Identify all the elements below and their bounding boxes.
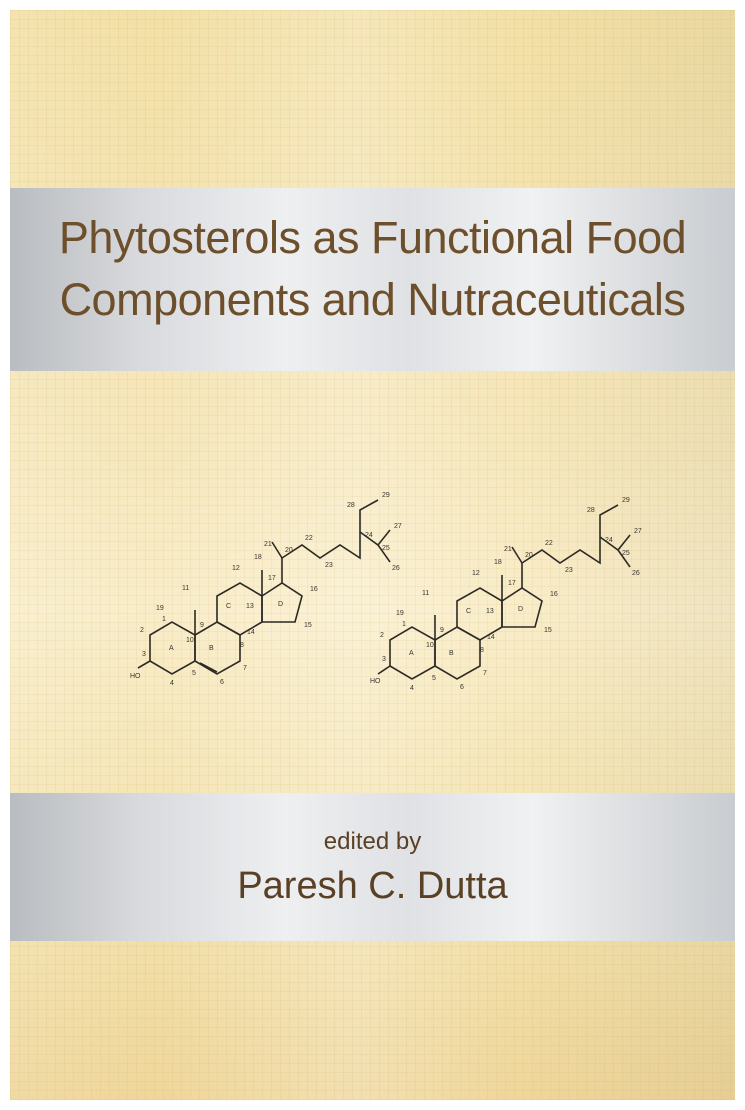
- label-27-right: 27: [634, 528, 642, 535]
- label-c-left: C: [226, 603, 231, 610]
- side-chain: [281, 532, 361, 583]
- label-16-right: 16: [550, 591, 558, 598]
- label-b-right: B: [449, 650, 454, 657]
- book-cover: Phytosterols as Functional Food Componen…: [10, 10, 735, 1100]
- label-24-left: 24: [365, 532, 373, 539]
- label-19-left: 19: [156, 605, 164, 612]
- label-25-right: 25: [622, 550, 630, 557]
- label-2-left: 2: [140, 627, 144, 634]
- label-10-right: 10: [426, 642, 434, 649]
- editor-band: [10, 793, 735, 941]
- double-bond: [199, 662, 218, 673]
- label-5-left: 5: [192, 670, 196, 677]
- label-29-right: 29: [622, 497, 630, 504]
- isopropyl-b: [617, 549, 631, 568]
- label-1-right: 1: [402, 621, 406, 628]
- label-6-right: 6: [460, 684, 464, 691]
- author-name: Paresh C. Dutta: [237, 865, 508, 907]
- label-27-left: 27: [394, 523, 402, 530]
- label-5-right: 5: [432, 675, 436, 682]
- ring-c: [456, 587, 503, 641]
- ring-d: [261, 582, 303, 623]
- label-23-left: 23: [325, 562, 333, 569]
- label-8-left: 8: [240, 642, 244, 649]
- ring-c: [216, 582, 263, 636]
- label-23-right: 23: [565, 567, 573, 574]
- hydroxyl-bond: [137, 660, 151, 669]
- label-29-left: 29: [382, 492, 390, 499]
- label-20-left: 20: [285, 547, 293, 554]
- ring-d: [501, 587, 543, 628]
- label-9-left: 9: [200, 622, 204, 629]
- label-4-right: 4: [410, 685, 414, 692]
- label-17-right: 17: [508, 580, 516, 587]
- title-line-2: Components and Nutraceuticals: [59, 274, 686, 325]
- label-15-right: 15: [544, 627, 552, 634]
- label-1-left: 1: [162, 616, 166, 623]
- label-7-right: 7: [483, 670, 487, 677]
- label-a-right: A: [409, 650, 414, 657]
- label-c-right: C: [466, 608, 471, 615]
- ethyl-group: [599, 504, 619, 537]
- label-9-right: 9: [440, 627, 444, 634]
- ring-b: [434, 626, 481, 680]
- label-10-left: 10: [186, 637, 194, 644]
- label-24-right: 24: [605, 537, 613, 544]
- label-28-right: 28: [587, 507, 595, 514]
- label-19-right: 19: [396, 610, 404, 617]
- label-18-left: 18: [254, 554, 262, 561]
- label-11-left: 11: [182, 585, 189, 592]
- right-sterol-structure: HO 19 11 12 18 17 16 15 14 13 C D 9 10 B…: [370, 497, 642, 692]
- label-a-left: A: [169, 645, 174, 652]
- label-20-right: 20: [525, 552, 533, 559]
- label-d-right: D: [518, 606, 523, 613]
- label-14-right: 14: [487, 634, 495, 641]
- label-7-left: 7: [243, 665, 247, 672]
- book-title: Phytosterols as Functional Food Componen…: [10, 207, 735, 331]
- label-21-right: 21: [504, 546, 512, 553]
- side-chain: [521, 537, 601, 588]
- label-6-left: 6: [220, 679, 224, 686]
- label-26-right: 26: [632, 570, 640, 577]
- title-band: [10, 188, 735, 371]
- label-22-left: 22: [305, 535, 313, 542]
- ethyl-group: [359, 499, 379, 532]
- label-13-left: 13: [246, 603, 254, 610]
- label-11-right: 11: [422, 590, 429, 597]
- label-16-left: 16: [310, 586, 318, 593]
- label-ho-left: HO: [130, 673, 141, 680]
- label-22-right: 22: [545, 540, 553, 547]
- label-18-right: 18: [494, 559, 502, 566]
- label-ho-right: HO: [370, 678, 381, 685]
- hydroxyl-bond: [377, 665, 391, 675]
- label-15-left: 15: [304, 622, 312, 629]
- methyl-21: [511, 546, 523, 564]
- label-3-right: 3: [382, 656, 386, 663]
- ring-b: [194, 621, 241, 675]
- label-12-right: 12: [472, 570, 480, 577]
- label-d-left: D: [278, 601, 283, 608]
- label-17-left: 17: [268, 575, 276, 582]
- label-b-left: B: [209, 645, 214, 652]
- sterol-structures-diagram: HO 19 11 12 18 17 16 15 14 13 C D 9 10 B…: [130, 492, 642, 692]
- title-line-1: Phytosterols as Functional Food: [58, 212, 687, 263]
- label-13-right: 13: [486, 608, 494, 615]
- label-26-left: 26: [392, 565, 400, 572]
- edited-by-label: edited by: [323, 828, 422, 855]
- label-2-right: 2: [380, 632, 384, 639]
- left-sterol-structure: HO 19 11 12 18 17 16 15 14 13 C D 9 10 B…: [130, 492, 402, 687]
- methyl-21: [271, 541, 283, 559]
- label-14-left: 14: [247, 629, 255, 636]
- label-25-left: 25: [382, 545, 390, 552]
- label-21-left: 21: [264, 541, 272, 548]
- label-28-left: 28: [347, 502, 355, 509]
- label-12-left: 12: [232, 565, 240, 572]
- label-8-right: 8: [480, 647, 484, 654]
- label-3-left: 3: [142, 651, 146, 658]
- label-4-left: 4: [170, 680, 174, 687]
- isopropyl-b: [377, 544, 391, 563]
